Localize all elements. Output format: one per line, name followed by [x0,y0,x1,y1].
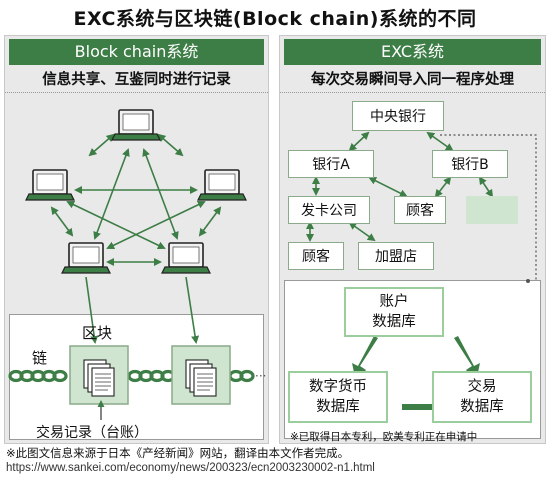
sync-arrow [185,276,200,344]
source-note: ※此图文信息来源于日本《产经新闻》网站，翻译由本文作者完成。 [6,446,350,460]
page-title: EXC系统与区块链(Block chain)系统的不同 [73,8,477,30]
computer-icon [161,242,211,274]
exc-subtitle: 每次交易瞬间导入同一程序处理 [280,68,545,93]
node-bank-b: 银行B [432,150,508,178]
block-icon [171,345,231,405]
transaction-database: 交易 数据库 [432,371,532,423]
svg-text:···: ··· [255,369,266,383]
computer-icon [111,109,161,141]
chain-icon [8,369,255,383]
node-bank-a: 银行A [288,150,374,178]
node-card-company: 发卡公司 [288,196,370,224]
computer-icon [61,242,111,274]
chain-label: 链 [32,349,48,367]
currency-database: 数字货币 数据库 [288,371,388,423]
record-label: 交易记录（台账） [36,425,148,441]
node-blank [466,196,518,224]
computer-icon [25,169,75,201]
node-customer: 顾客 [394,196,446,224]
block-icon [69,345,129,405]
account-database: 账户 数据库 [344,287,444,337]
patent-note: ※已取得日本专利，欧美专利正在申请中 [290,431,478,443]
computer-icon [197,169,247,201]
network-links [50,133,222,266]
block-label: 区块 [82,324,113,342]
exc-header: EXC系统 [284,39,541,65]
dotted-connector [440,134,537,281]
node-central-bank: 中央银行 [352,101,444,131]
source-url[interactable]: https://www.sankei.com/economy/news/2003… [6,462,375,474]
exc-links [306,131,494,242]
node-merchant: 加盟店 [358,242,434,270]
blockchain-subtitle: 信息共享、互鉴同时进行记录 [5,68,268,93]
blockchain-header: Block chain系统 [9,39,264,65]
node-customer: 顾客 [288,242,344,270]
sync-arrow [85,276,99,344]
